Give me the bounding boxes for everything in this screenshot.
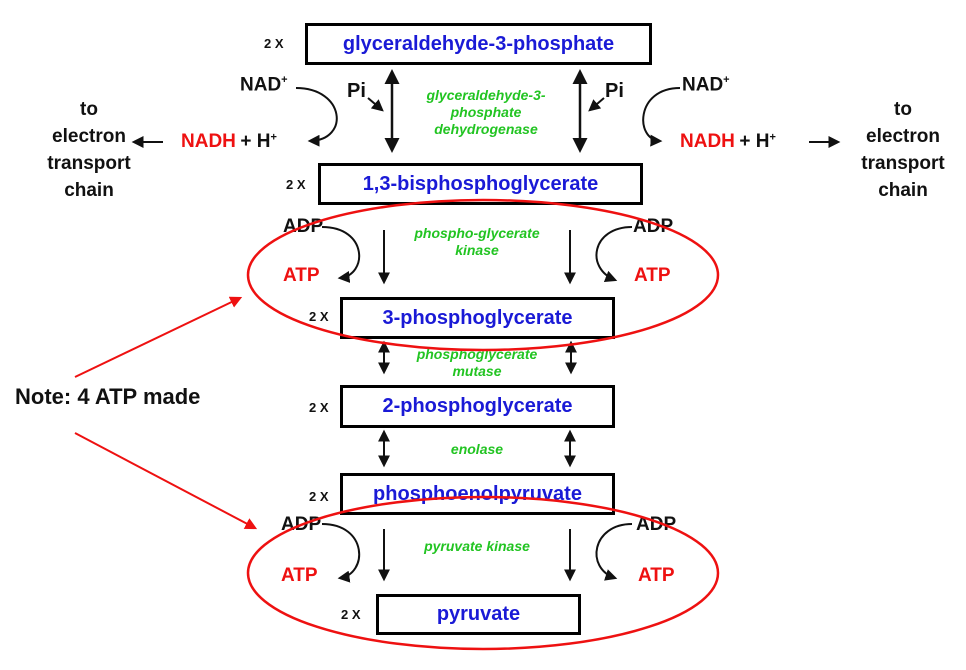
note-atp-made: Note: 4 ATP made <box>15 384 201 409</box>
enzyme-g3p-dehydrogenase: glyceraldehyde-3- phosphate dehydrogenas… <box>426 87 546 137</box>
adp-right-2: ADP <box>636 514 677 535</box>
note-arrow-up <box>74 296 243 378</box>
adp-curve-right-1 <box>595 226 633 282</box>
nad-plus-left: NAD+ <box>240 74 288 96</box>
note-arrow-down <box>74 432 258 530</box>
nad-plus-right: NAD+ <box>682 74 730 96</box>
atp-left-1: ATP <box>283 265 320 286</box>
metabolite-3-phosphoglycerate: 3-phosphoglycerate <box>340 297 615 339</box>
pi-right: Pi <box>605 80 624 102</box>
multiplier-3pg: 2 X <box>309 309 329 324</box>
metabolite-glyceraldehyde-3-phosphate: glyceraldehyde-3-phosphate <box>305 23 652 65</box>
nadh-right: NADH + H+ <box>680 131 776 152</box>
enzyme-phosphoglycerate-kinase: phospho-glycerate kinase <box>414 225 540 258</box>
adp-curve-left-2 <box>321 523 361 583</box>
atp-right-1: ATP <box>634 265 671 286</box>
atp-left-2: ATP <box>281 565 318 586</box>
adp-left-1: ADP <box>283 216 324 237</box>
pi-left: Pi <box>347 80 366 102</box>
adp-left-2: ADP <box>281 514 322 535</box>
enzyme-phosphoglycerate-mutase: phosphoglycerate mutase <box>416 346 538 379</box>
multiplier-13bpg: 2 X <box>286 177 306 192</box>
pi-arrow-right <box>588 97 605 112</box>
atp-right-2: ATP <box>638 565 675 586</box>
enzyme-pyruvate-kinase: pyruvate kinase <box>424 538 530 554</box>
enzyme-enolase: enolase <box>450 441 504 457</box>
multiplier-pep: 2 X <box>309 489 329 504</box>
etc-label-right: to electron transport chain <box>861 99 945 201</box>
metabolite-pyruvate: pyruvate <box>376 594 581 635</box>
adp-curve-right-2 <box>595 523 633 581</box>
etc-label-left: to electron transport chain <box>47 99 131 201</box>
metabolite-2-phosphoglycerate: 2-phosphoglycerate <box>340 385 615 428</box>
metabolite-1-3-bisphosphoglycerate: 1,3-bisphosphoglycerate <box>318 163 643 205</box>
nad-curve-right <box>642 87 681 147</box>
adp-curve-left-1 <box>321 226 361 283</box>
adp-right-1: ADP <box>633 216 674 237</box>
pi-arrow-left <box>367 97 384 112</box>
multiplier-pyruvate: 2 X <box>341 607 361 622</box>
nadh-left: NADH + H+ <box>181 131 277 152</box>
multiplier-2pg: 2 X <box>309 400 329 415</box>
multiplier-g3p: 2 X <box>264 36 284 51</box>
metabolite-phosphoenolpyruvate: phosphoenolpyruvate <box>340 473 615 515</box>
nad-curve-left <box>295 87 338 147</box>
